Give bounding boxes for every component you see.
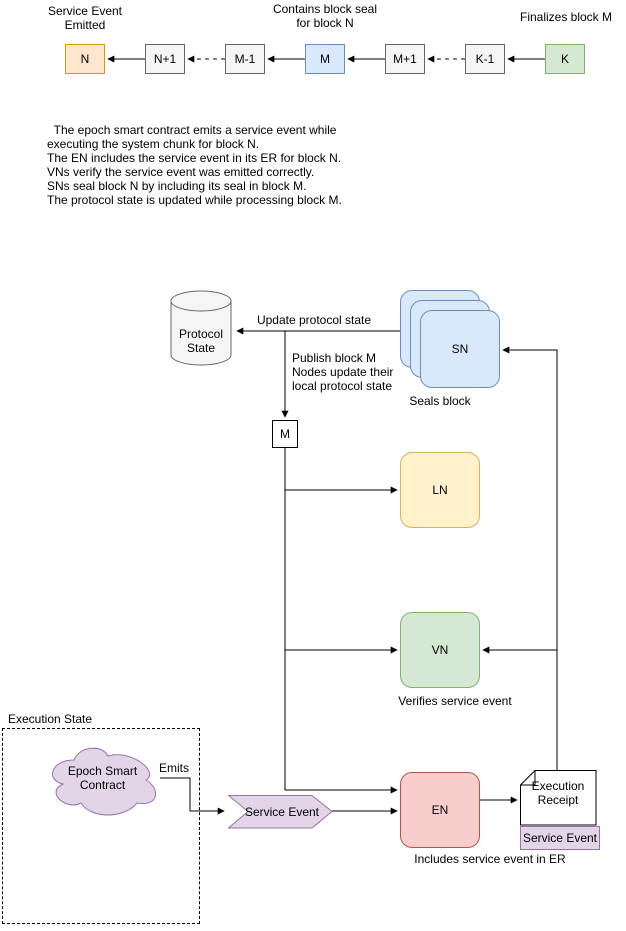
chain-block-k-1: K-1: [465, 44, 505, 74]
vn-caption: Verifies service event: [398, 694, 512, 708]
epoch-smart-contract-cloud: [52, 747, 156, 816]
sn-caption: Seals block: [409, 394, 471, 408]
description-text: The epoch smart contract emits a service…: [47, 123, 342, 207]
execution-receipt-shape: [520, 770, 597, 826]
en-node: EN: [400, 772, 480, 848]
receipt-service-event-box: Service Event: [520, 826, 600, 850]
chain-block-m-1: M-1: [225, 44, 265, 74]
ln-node: LN: [400, 452, 480, 528]
ln-label: LN: [432, 483, 448, 497]
protocol-state-label: Protocol State: [178, 327, 224, 355]
label-service-event-emitted: Service Event Emitted: [47, 4, 123, 32]
edge-contract-to-service-event: [160, 777, 225, 815]
publish-block-label: Publish block M Nodes update their local…: [292, 351, 394, 393]
en-label: EN: [431, 803, 449, 817]
protocol-state-cylinder: [170, 290, 232, 366]
edge-receipt-to-sn: [502, 346, 558, 770]
en-caption: Includes service event in ER: [414, 852, 566, 866]
m-block-node: M: [272, 420, 298, 448]
label-finalizes-block-m: Finalizes block M: [519, 10, 613, 24]
sn-node: SN: [420, 310, 500, 388]
epoch-smart-contract-label: Epoch Smart Contract: [67, 764, 138, 792]
chain-block-n1: N+1: [145, 44, 185, 74]
label-contains-block-seal: Contains block seal for block N: [272, 2, 378, 30]
sn-label: SN: [451, 342, 469, 356]
execution-state-label: Execution State: [8, 712, 93, 726]
chain-block-k: K: [545, 44, 585, 74]
execution-state-region: [2, 728, 200, 924]
chain-block-m1: M+1: [385, 44, 425, 74]
vn-node: VN: [400, 612, 480, 688]
execution-receipt-label: Execution Receipt: [531, 779, 585, 807]
chain-block-m: M: [305, 44, 345, 74]
service-event-shape: [228, 795, 333, 829]
service-event-label: Service Event: [244, 805, 320, 819]
chain-block-n: N: [65, 44, 105, 74]
edge-m-block-to-en: [284, 448, 398, 794]
vn-label: VN: [431, 643, 449, 657]
emits-label: Emits: [159, 761, 189, 775]
update-protocol-state-label: Update protocol state: [256, 313, 372, 327]
